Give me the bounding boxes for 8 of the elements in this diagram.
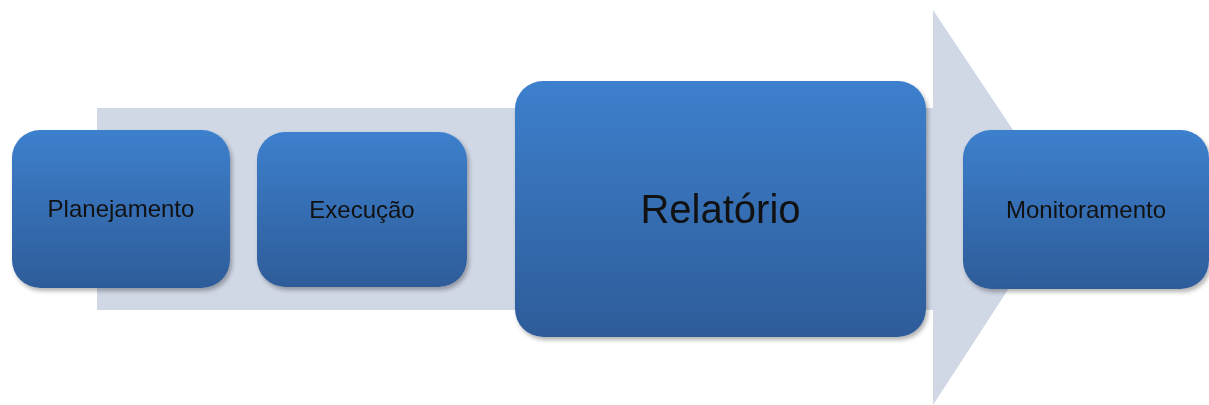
step-label: Planejamento [47,195,195,223]
process-box [963,130,1209,289]
process-box [515,81,926,337]
step-label: Relatório [640,186,801,232]
process-box [257,132,467,287]
step-label: Execução [309,195,415,224]
process-box [12,130,230,288]
step-label: Monitoramento [1005,195,1167,224]
